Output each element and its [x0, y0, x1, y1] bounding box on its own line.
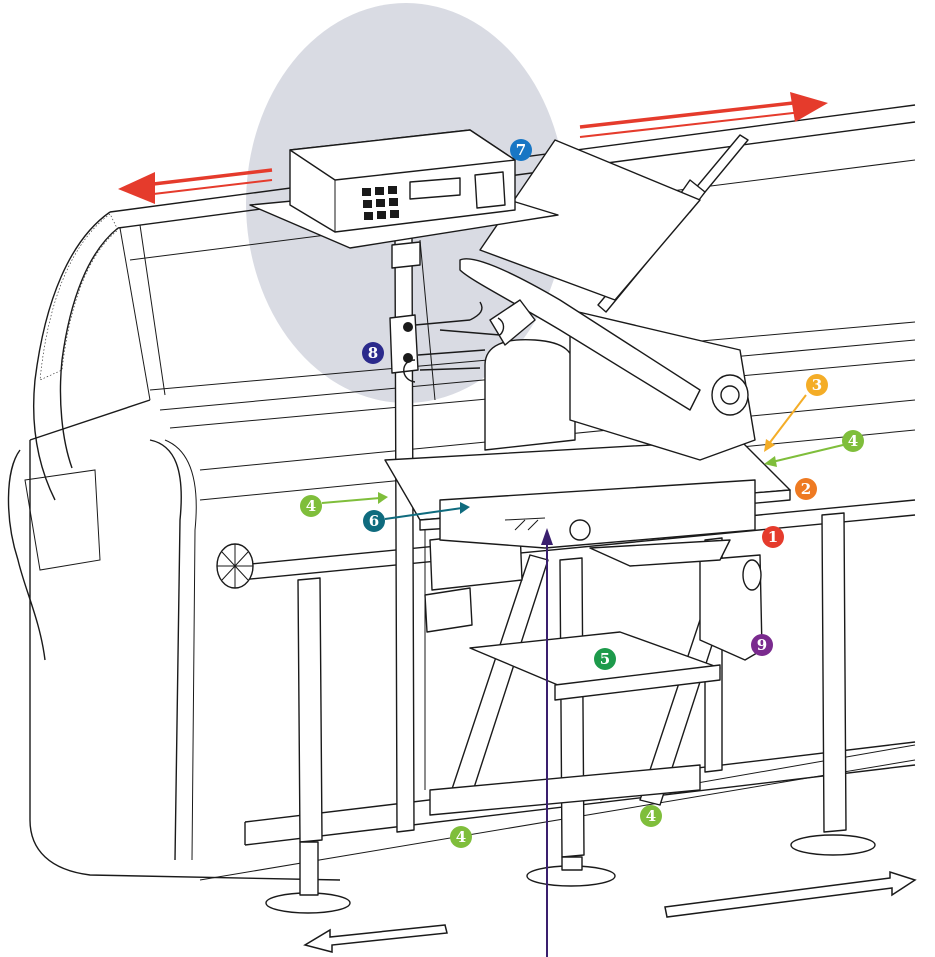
hook-bracket [389, 301, 505, 383]
center-pointer [541, 528, 553, 957]
marker-8: 8 [362, 342, 384, 364]
marker-4-bottom-left-label: 4 [456, 828, 466, 846]
marker-7: 7 [510, 139, 532, 161]
marker-2-label: 2 [801, 480, 811, 498]
marker-4-right: 4 [842, 430, 864, 452]
travel-arrows [303, 870, 917, 953]
marker-9-label: 9 [757, 636, 767, 654]
marker-4-left-label: 4 [306, 497, 316, 515]
marker-9: 9 [751, 634, 773, 656]
marker-4-right-label: 4 [848, 432, 858, 450]
red-arrows [118, 92, 828, 204]
marker-2: 2 [795, 478, 817, 500]
press-assembly [459, 134, 756, 461]
marker-1: 1 [762, 526, 784, 548]
marker-4-bottom-left: 4 [450, 826, 472, 848]
marker-7-label: 7 [516, 141, 526, 159]
scale [249, 129, 559, 269]
marker-6-label: 6 [369, 512, 379, 530]
marker-1-label: 1 [768, 528, 778, 546]
frame-rails [216, 499, 916, 914]
marker-4-left: 4 [300, 495, 322, 517]
leader-arrows [321, 394, 844, 520]
marker-3: 3 [806, 374, 828, 396]
marker-5-label: 5 [600, 650, 610, 668]
marker-5: 5 [594, 648, 616, 670]
marker-8-label: 8 [368, 344, 378, 362]
work-table [384, 439, 791, 567]
marker-6: 6 [363, 510, 385, 532]
marker-4-bottom-right: 4 [640, 805, 662, 827]
marker-3-label: 3 [812, 376, 822, 394]
marker-4-bottom-right-label: 4 [646, 807, 656, 825]
